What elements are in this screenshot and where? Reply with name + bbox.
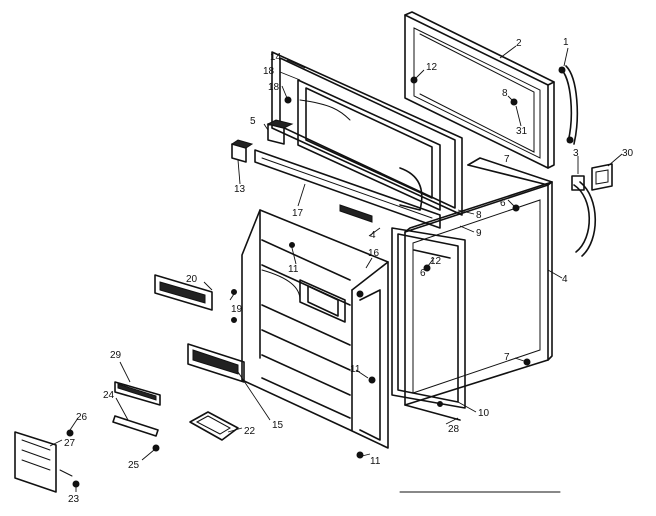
callout-22: 22 [244, 426, 256, 437]
shelf-bracket-right [266, 119, 294, 145]
callout-15: 15 [272, 420, 284, 431]
fresh-food-door-liner [241, 209, 389, 449]
compartment-hinge [112, 415, 159, 437]
shelf-bracket-left [230, 139, 254, 163]
door-shelf-bar [187, 343, 245, 383]
callout-11b: 11 [350, 364, 361, 375]
callout-25: 25 [128, 460, 140, 471]
callout-31: 31 [516, 126, 528, 137]
callout-13: 13 [234, 184, 246, 195]
callout-17: 17 [292, 208, 304, 219]
door-hinge-cover-plate [14, 431, 73, 493]
callout-16: 16 [368, 248, 380, 259]
callout-30: 30 [622, 148, 634, 159]
callout-1: 1 [563, 37, 569, 48]
egg-tray [189, 411, 239, 441]
callout-12b: 12 [430, 256, 442, 267]
dairy-door-bar [154, 274, 213, 311]
callout-27: 27 [64, 438, 76, 449]
callout-24: 24 [103, 390, 115, 401]
callout-11c: 11 [370, 456, 381, 467]
freezer-door-liner [271, 51, 463, 216]
callout-23: 23 [68, 494, 80, 505]
callout-4a: 4 [370, 230, 376, 241]
callout-6: 6 [500, 198, 506, 209]
callout-10: 10 [478, 408, 490, 419]
butter-compartment-door [114, 381, 161, 406]
callout-14: 14 [270, 52, 282, 63]
callout-2: 2 [516, 38, 522, 49]
callout-6b: 6 [420, 268, 426, 279]
callout-5: 5 [250, 116, 256, 127]
freezer-shelf [254, 149, 441, 229]
callout-20: 20 [186, 274, 198, 285]
callout-18b: 18 [268, 82, 280, 93]
callout-7b: 7 [504, 352, 510, 363]
fresh-food-door-gasket [391, 227, 466, 421]
leader-lines [49, 45, 623, 492]
freezer-door-panel [404, 11, 555, 169]
callout-8b: 8 [476, 210, 482, 221]
fresh-food-door-handle [571, 175, 597, 257]
freezer-door-handle [558, 65, 579, 145]
callout-28: 28 [448, 424, 460, 435]
screw-fasteners [66, 76, 531, 488]
callout-3: 3 [573, 148, 579, 159]
handle-bracket [591, 163, 613, 191]
callout-4: 4 [562, 274, 568, 285]
callout-7: 7 [504, 154, 510, 165]
callout-12: 12 [426, 62, 438, 73]
callout-8: 8 [502, 88, 508, 99]
callout-labels: 1 2 12 8 31 7 3 30 6 4 7 8 9 12 6 10 28 … [64, 37, 634, 505]
callout-11a: 11 [288, 264, 299, 275]
callout-26: 26 [76, 412, 88, 423]
callout-29: 29 [110, 350, 122, 361]
callout-9: 9 [476, 228, 482, 239]
callout-19: 19 [231, 304, 243, 315]
callout-18: 18 [263, 66, 275, 77]
